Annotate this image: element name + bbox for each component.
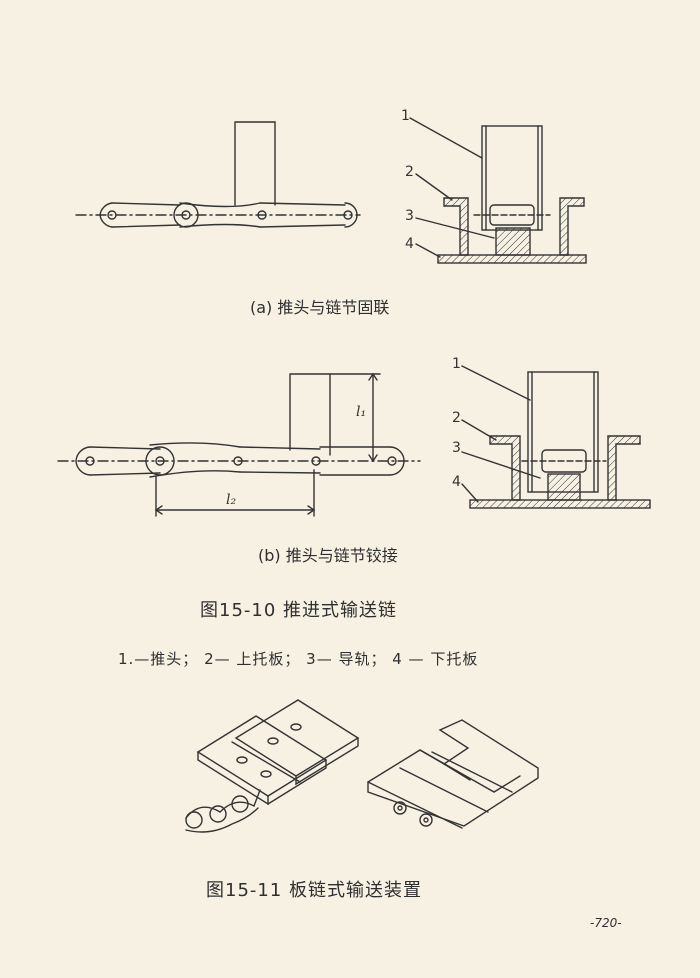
callout-a-1: 1: [401, 108, 410, 124]
fig15-11-slat-with-chain: [185, 699, 360, 833]
fig-a-cross-section: [409, 117, 587, 264]
fig-b-cross-section: [461, 365, 651, 509]
callout-b-1: 1: [452, 356, 461, 372]
figure-title-15-10: 图15-10 推进式输送链: [200, 600, 398, 621]
callout-b-4: 4: [452, 474, 461, 490]
fig-a-chain-side-view: [75, 121, 361, 228]
figure-legend: 1.—推头； 2— 上托板； 3— 导轨； 4 — 下托板: [118, 650, 479, 668]
caption-fig-b: (b) 推头与链节铰接: [258, 546, 398, 565]
callout-b-3: 3: [452, 440, 461, 456]
figure-title-15-11: 图15-11 板链式输送装置: [206, 880, 423, 901]
callout-a-3: 3: [405, 208, 414, 224]
dimension-l2: l₂: [226, 492, 237, 508]
dimension-l1: l₁: [356, 404, 367, 420]
callout-b-2: 2: [452, 410, 461, 426]
caption-fig-a: (a) 推头与链节固联: [250, 298, 390, 317]
page-number: -720-: [590, 916, 622, 930]
callout-a-2: 2: [405, 164, 414, 180]
callout-a-4: 4: [405, 236, 414, 252]
fig15-11-interlocking-slats: [367, 719, 539, 829]
fig-b-chain-side-view: [57, 372, 421, 517]
